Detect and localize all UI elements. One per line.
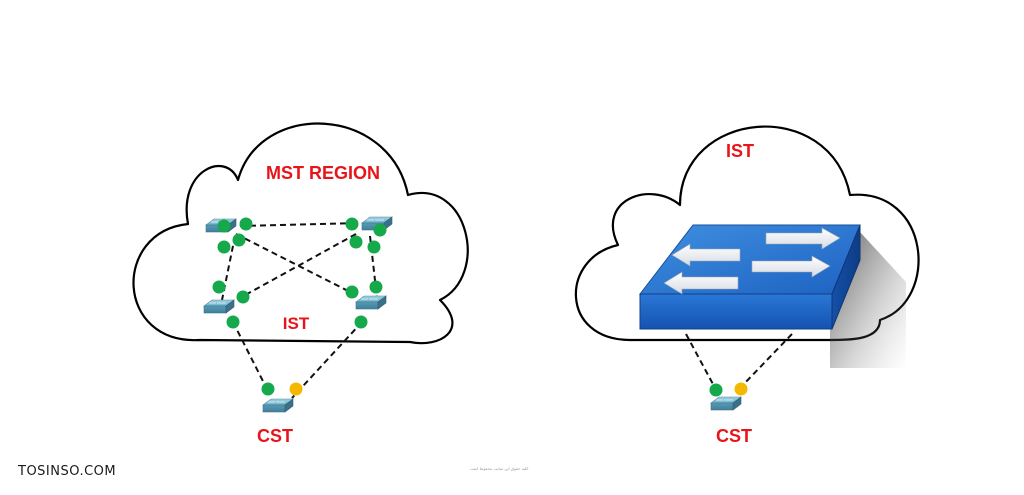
port-forwarding (236, 290, 250, 304)
switch-cst-left-icon (262, 398, 294, 413)
port-blocking (734, 382, 748, 396)
link-switch-to-cst-left (685, 333, 715, 387)
left-ist-label: IST (282, 314, 310, 333)
link-left-to-cst (232, 321, 271, 396)
port-forwarding (349, 235, 363, 249)
left-ports (212, 217, 387, 396)
brand-logo-text: TOSINSO.COM (18, 464, 117, 479)
port-blocking (289, 382, 303, 396)
port-forwarding (217, 219, 231, 233)
link-cross-1 (235, 233, 361, 298)
mst-region-label: MST REGION (265, 163, 381, 183)
port-forwarding (367, 240, 381, 254)
port-forwarding (345, 285, 359, 299)
link-switch-to-cst-right (741, 333, 793, 387)
port-forwarding (232, 233, 246, 247)
switch-cst-right-icon (710, 396, 742, 411)
link-right-to-cst (291, 321, 363, 399)
large-switch-icon (638, 224, 861, 330)
port-forwarding (217, 240, 231, 254)
right-links (685, 333, 793, 387)
link-cross-2 (237, 233, 357, 300)
footer-note: کلیه حقوق این سایت محفوظ است (470, 466, 529, 471)
right-ports (709, 382, 748, 397)
port-forwarding (239, 217, 253, 231)
left-cloud (132, 122, 469, 345)
port-forwarding (226, 315, 240, 329)
port-forwarding (369, 280, 383, 294)
right-cst-label: CST (716, 426, 752, 446)
port-forwarding (261, 382, 275, 396)
right-ist-label: IST (725, 141, 755, 161)
port-forwarding (354, 315, 368, 329)
left-cst-label: CST (257, 426, 293, 446)
port-forwarding (373, 223, 387, 237)
switch-arrows (663, 227, 841, 295)
port-forwarding (709, 383, 723, 397)
port-forwarding (345, 217, 359, 231)
port-forwarding (212, 280, 226, 294)
link-top (239, 222, 361, 227)
